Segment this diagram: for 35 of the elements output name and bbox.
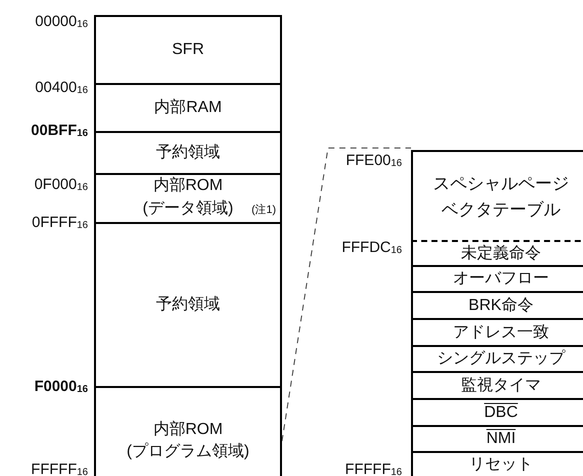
block-label: アドレス一致	[453, 322, 549, 343]
address-label: FFE00$_{16}$	[346, 152, 402, 169]
memory-block	[94, 386, 282, 476]
block-label: シングルステップ	[437, 348, 565, 370]
memory-block	[94, 15, 282, 85]
address-label: F0000$_{16}$	[34, 378, 88, 395]
memory-block	[94, 222, 282, 388]
address-label: FFFFF$_{16}$	[345, 461, 402, 476]
address-label: 00000$_{16}$	[35, 13, 88, 30]
block-label: 監視タイマ	[461, 376, 541, 396]
memory-block	[94, 131, 282, 175]
memory-block	[411, 240, 583, 267]
memory-block	[411, 150, 583, 242]
block-label: オーバフロー	[453, 269, 549, 290]
note-mark: (注1)	[252, 203, 276, 218]
block-label: スペシャルページベクタテーブル	[432, 172, 570, 221]
block-label: DBC	[484, 402, 518, 423]
block-label: 未定義命令	[461, 244, 541, 264]
address-label: FFFFF$_{16}$	[31, 461, 88, 476]
address-label: 00400$_{16}$	[35, 79, 88, 96]
block-label: 予約領域	[156, 294, 220, 316]
memory-block	[94, 173, 282, 224]
memory-block	[94, 83, 282, 133]
address-label: FFFDC$_{16}$	[342, 239, 402, 256]
block-label: 内部RAM	[154, 98, 222, 118]
block-label: リセット	[469, 455, 533, 475]
block-label: 内部ROM (プログラム領域)	[126, 420, 250, 462]
address-label: 0FFFF$_{16}$	[32, 214, 88, 231]
block-label: BRK命令	[468, 296, 534, 316]
block-label: 予約領域	[156, 142, 220, 164]
block-label: SFR	[172, 40, 204, 60]
block-label: NMI	[486, 429, 516, 450]
address-label: 00BFF$_{16}$	[31, 122, 88, 139]
address-label: 0F000$_{16}$	[34, 176, 88, 193]
block-label: 内部ROM (データ領域)	[142, 176, 234, 218]
